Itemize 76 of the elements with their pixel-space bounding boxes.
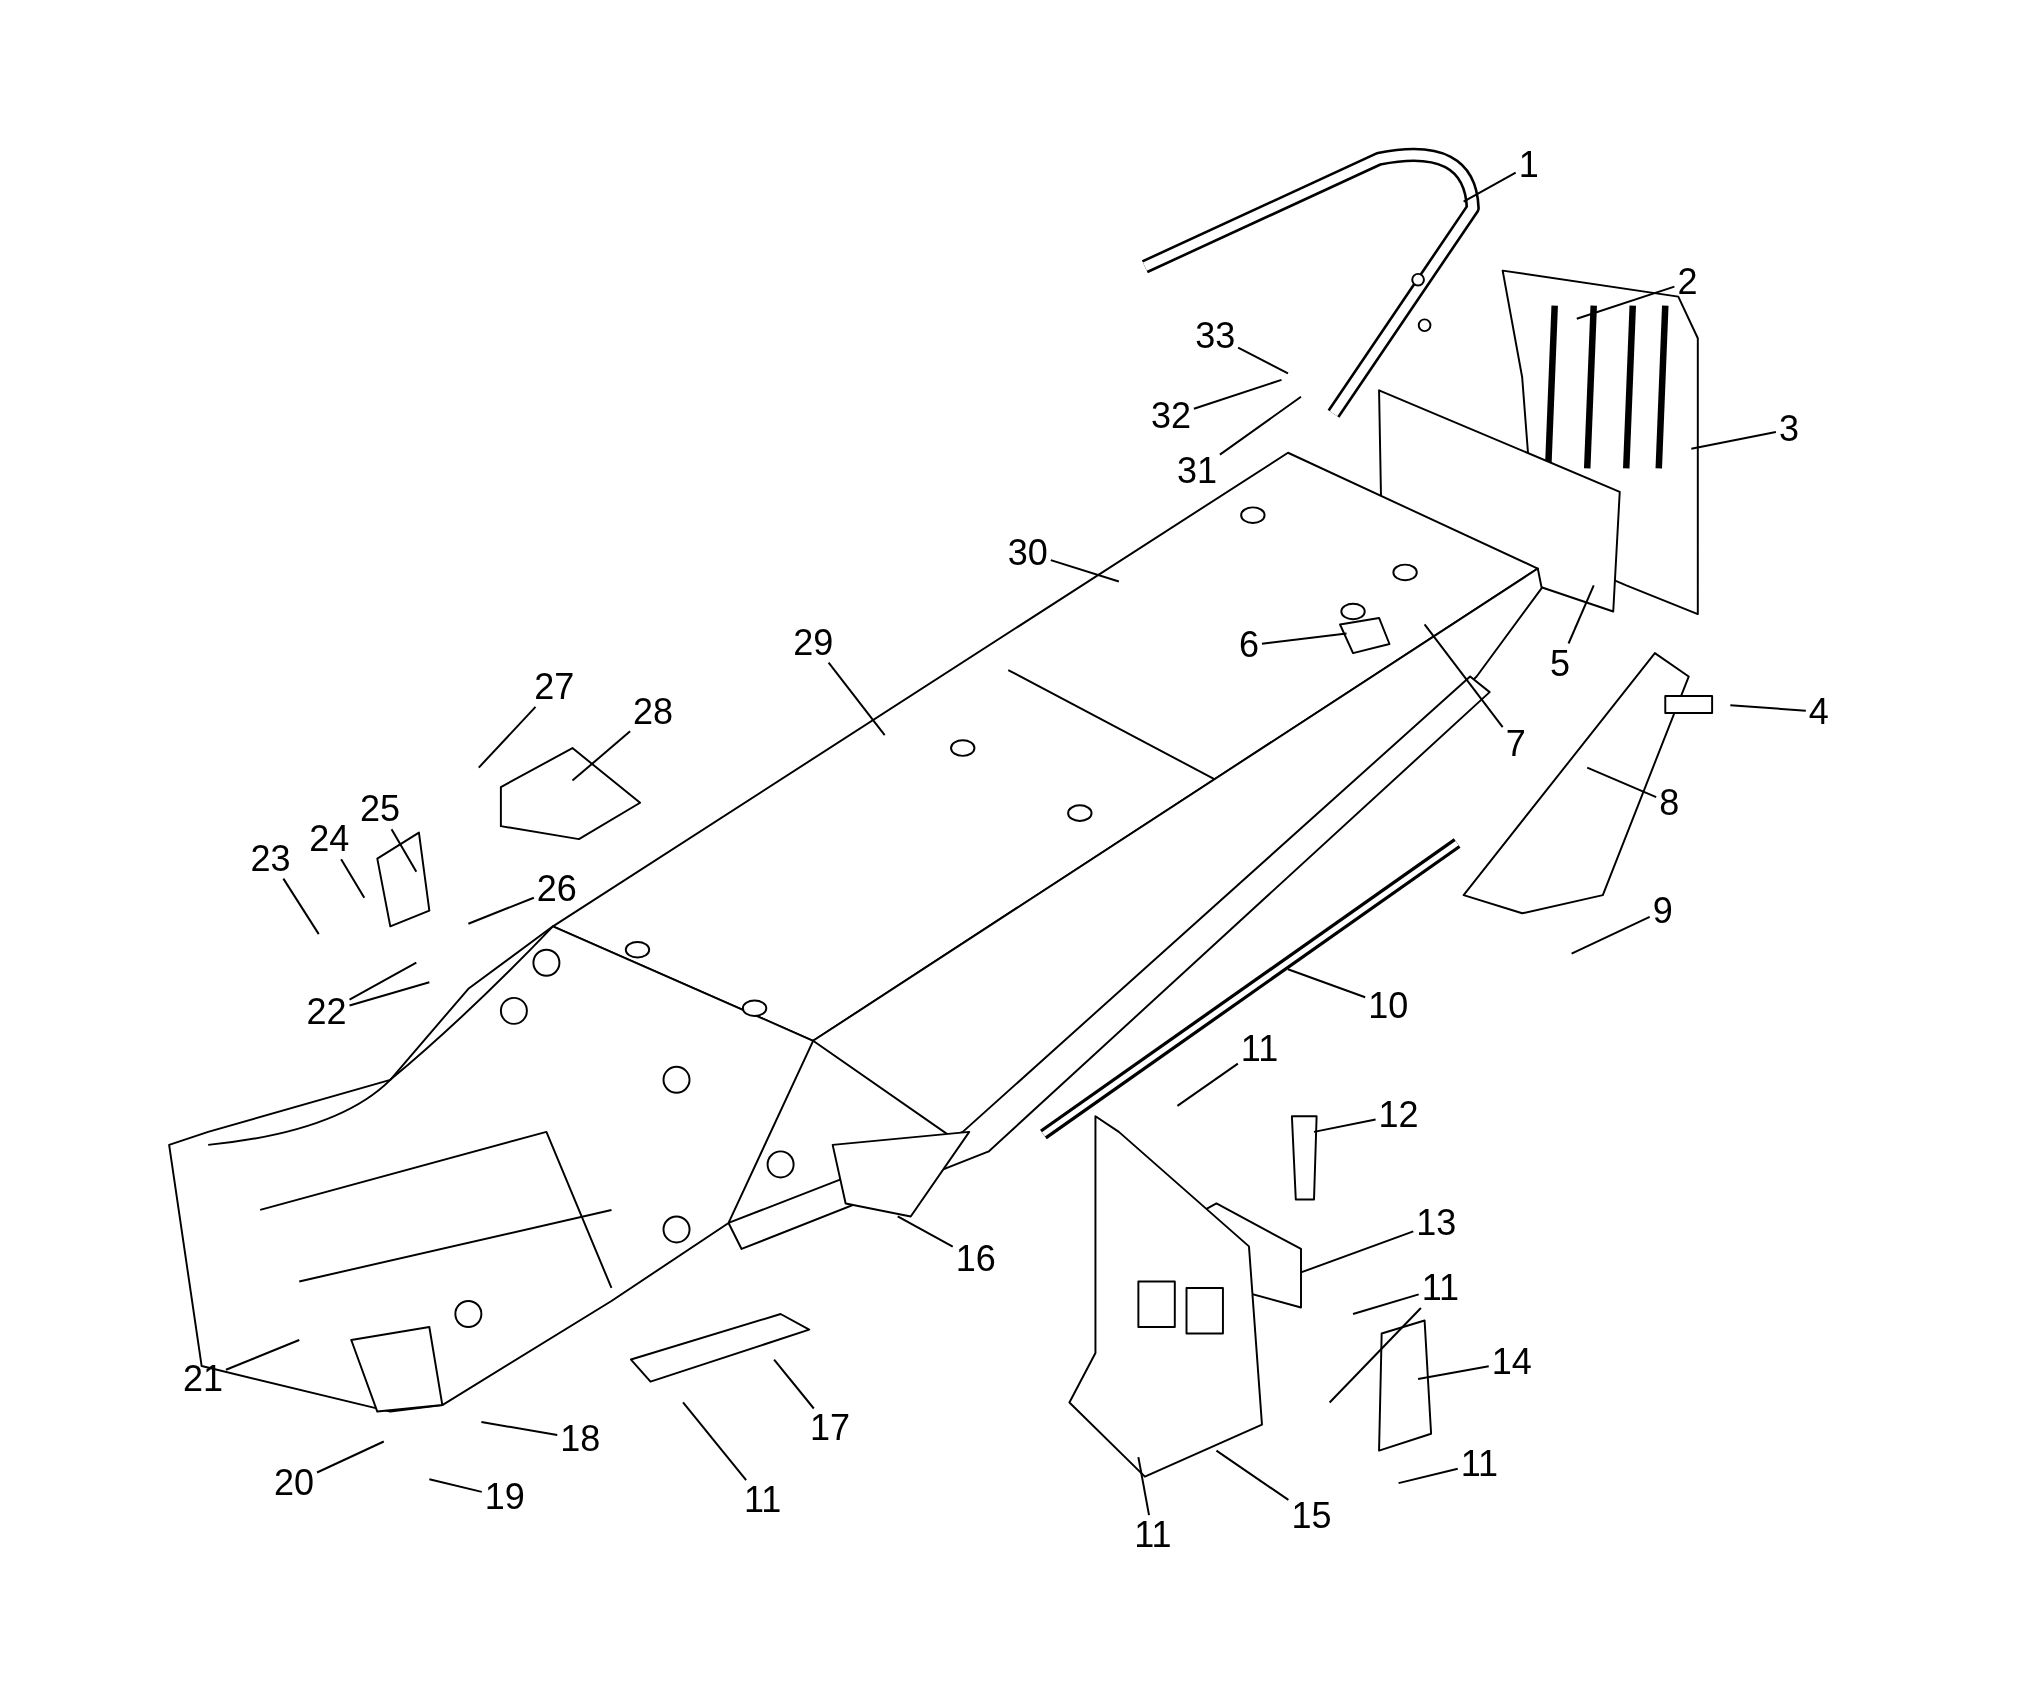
leader-line bbox=[282, 877, 320, 936]
callout-number: 18 bbox=[557, 1418, 604, 1459]
callout-number: 11 bbox=[1457, 1443, 1502, 1484]
callout-number: 7 bbox=[1502, 724, 1529, 765]
leader-line bbox=[1237, 346, 1289, 375]
callout-number: 2 bbox=[1674, 262, 1701, 303]
leader-line bbox=[1690, 430, 1777, 450]
leader-line bbox=[1218, 395, 1302, 456]
leader-line bbox=[773, 1358, 815, 1410]
leader-line bbox=[1137, 1456, 1150, 1517]
callout-number: 11 bbox=[1237, 1028, 1282, 1069]
leader-line bbox=[467, 896, 535, 925]
callout-number: 13 bbox=[1413, 1202, 1460, 1243]
leader-line bbox=[428, 1478, 483, 1493]
callout-number: 3 bbox=[1775, 409, 1802, 450]
callout-number: 31 bbox=[1173, 450, 1220, 491]
leader-line bbox=[390, 828, 418, 873]
leader-line bbox=[477, 705, 537, 769]
leader-line bbox=[1049, 559, 1120, 583]
callout-number: 11 bbox=[1131, 1515, 1175, 1556]
leader-line bbox=[1260, 632, 1348, 645]
callout-number: 23 bbox=[247, 838, 294, 879]
leader-line bbox=[1586, 766, 1658, 799]
callout-number: 28 bbox=[630, 691, 677, 732]
callout-number: 11 bbox=[1418, 1268, 1463, 1308]
leader-line bbox=[1567, 584, 1595, 645]
callout-number: 12 bbox=[1375, 1094, 1422, 1135]
callout-number: 26 bbox=[533, 868, 580, 909]
leader-line bbox=[1423, 623, 1504, 729]
leader-line bbox=[1192, 378, 1283, 410]
callout-number: 17 bbox=[807, 1408, 854, 1449]
leader-line bbox=[1729, 704, 1807, 712]
leader-line bbox=[1352, 1293, 1420, 1315]
leader-line bbox=[571, 730, 632, 782]
callout-number: 5 bbox=[1546, 643, 1573, 684]
callout-number: 9 bbox=[1649, 890, 1676, 931]
leader-line bbox=[340, 858, 366, 899]
leader-line bbox=[896, 1215, 954, 1248]
callout-number: 24 bbox=[306, 819, 353, 860]
leader-line bbox=[1462, 171, 1517, 203]
callout-number: 32 bbox=[1147, 396, 1194, 437]
leader-line bbox=[316, 1440, 385, 1474]
leader-line bbox=[1176, 1062, 1239, 1107]
callout-number: 8 bbox=[1656, 782, 1683, 823]
callout-number: 25 bbox=[356, 789, 403, 830]
leader-line bbox=[1417, 1365, 1490, 1381]
callout-number: 20 bbox=[271, 1463, 318, 1504]
leader-line bbox=[1575, 285, 1676, 320]
leader-line bbox=[348, 981, 431, 1007]
callout-number: 27 bbox=[531, 666, 578, 707]
callout-number: 22 bbox=[303, 992, 350, 1033]
leader-line bbox=[224, 1339, 301, 1371]
callout-number: 10 bbox=[1365, 985, 1412, 1026]
callout-number: 21 bbox=[179, 1359, 226, 1400]
leader-line bbox=[1328, 1307, 1422, 1404]
leader-line bbox=[682, 1401, 748, 1482]
callout-number: 14 bbox=[1488, 1342, 1535, 1383]
leader-line bbox=[480, 1421, 559, 1436]
leader-line bbox=[1570, 915, 1651, 955]
leader-line bbox=[1287, 968, 1367, 999]
callout-number: 19 bbox=[481, 1477, 528, 1518]
leader-line bbox=[348, 961, 418, 1001]
callout-number: 1 bbox=[1515, 145, 1542, 186]
callout-number: 4 bbox=[1805, 691, 1832, 732]
leader-line bbox=[1300, 1230, 1415, 1274]
callout-number: 15 bbox=[1288, 1495, 1335, 1536]
leader-line bbox=[1215, 1449, 1290, 1501]
leader-line bbox=[1313, 1118, 1377, 1133]
callout-number: 33 bbox=[1192, 315, 1239, 356]
callout-number: 30 bbox=[1004, 532, 1051, 573]
callout-number: 11 bbox=[740, 1480, 785, 1521]
leader-line bbox=[827, 661, 886, 737]
callout-number: 29 bbox=[790, 622, 837, 663]
callout-number: 6 bbox=[1235, 625, 1262, 666]
leader-line bbox=[1397, 1467, 1459, 1485]
callout-number: 16 bbox=[952, 1239, 999, 1280]
